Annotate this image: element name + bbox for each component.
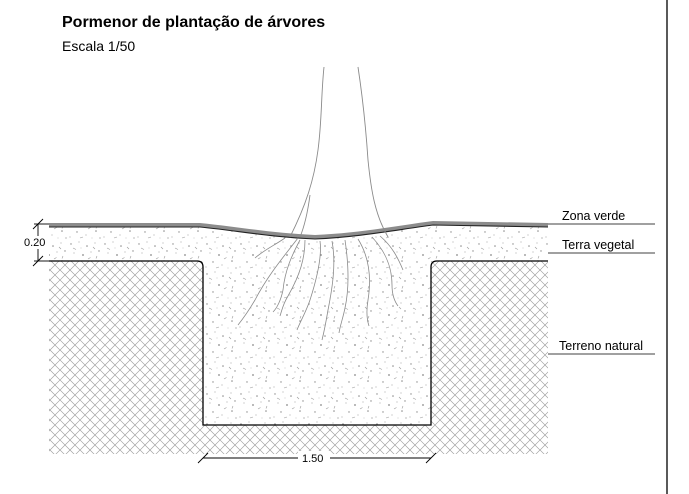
drawing-title: Pormenor de plantação de árvores bbox=[62, 14, 325, 31]
topsoil-area bbox=[49, 225, 548, 425]
width-dimension-text: 1.50 bbox=[302, 453, 323, 465]
drawing-scale: Escala 1/50 bbox=[62, 38, 135, 54]
label-terra-vegetal: Terra vegetal bbox=[562, 238, 634, 252]
tree-roots bbox=[237, 235, 404, 341]
planting-pit-outline bbox=[49, 260, 548, 426]
label-zona-verde: Zona verde bbox=[562, 209, 625, 223]
tree-trunk bbox=[289, 66, 389, 238]
depth-dimension-text: 0.20 bbox=[24, 237, 45, 249]
green-zone-surface-line bbox=[49, 224, 549, 240]
green-zone-layer bbox=[49, 221, 548, 239]
label-terreno-natural: Terreno natural bbox=[559, 339, 643, 353]
natural-ground-area bbox=[49, 261, 548, 454]
label-leaders bbox=[548, 223, 655, 355]
width-dimension-mask bbox=[298, 451, 330, 464]
depth-dimension-mask bbox=[22, 236, 50, 249]
